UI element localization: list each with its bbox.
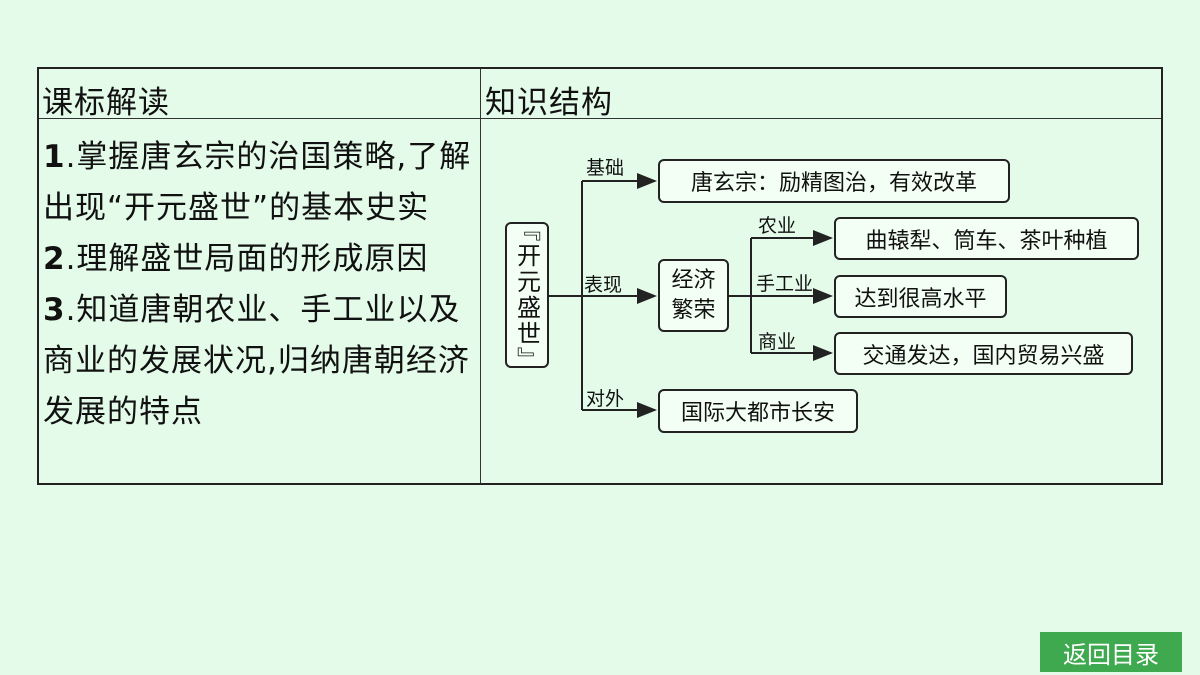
- requirement-item: 3.知道唐朝农业、手工业以及商业的发展状况,归纳唐朝经济发展的特点: [43, 285, 473, 438]
- requirement-number: 3: [43, 292, 66, 328]
- commerce-node: 交通发达，国内贸易兴盛: [834, 332, 1133, 375]
- requirement-text: .掌握唐玄宗的治国策略,了解出现“开元盛世”的基本史实: [43, 139, 472, 226]
- back-to-contents-button[interactable]: 返回目录: [1040, 632, 1182, 672]
- requirement-text: .知道唐朝农业、手工业以及商业的发展状况,归纳唐朝经济发展的特点: [43, 292, 470, 430]
- branch-label-performance: 表现: [584, 274, 623, 296]
- foreign-node: 国际大都市长安: [658, 389, 858, 433]
- branch-label-foreign: 对外: [586, 388, 625, 410]
- column-divider: [480, 69, 481, 483]
- left-header: 课标解读: [42, 85, 170, 121]
- sub-label-agriculture: 农业: [758, 215, 797, 237]
- sub-label-commerce: 商业: [758, 331, 797, 353]
- requirement-text: .理解盛世局面的形成原因: [65, 241, 429, 277]
- requirements-list: 1.掌握唐玄宗的治国策略,了解出现“开元盛世”的基本史实 2.理解盛世局面的形成…: [43, 132, 473, 438]
- requirement-number: 1: [43, 139, 66, 175]
- sub-label-handicraft: 手工业: [756, 273, 814, 295]
- header-divider: [39, 118, 1161, 119]
- requirement-item: 2.理解盛世局面的形成原因: [43, 234, 473, 285]
- branch-label-foundation: 基础: [586, 157, 625, 179]
- requirement-number: 2: [43, 241, 66, 277]
- right-header: 知识结构: [485, 85, 613, 121]
- foundation-node: 唐玄宗：励精图治，有效改革: [658, 159, 1010, 203]
- agriculture-node: 曲辕犁、筒车、茶叶种植: [834, 217, 1139, 260]
- economy-node: 经济繁荣: [658, 259, 729, 332]
- root-node-kaiyuan: 『开元盛世』: [505, 217, 549, 373]
- handicraft-node: 达到很高水平: [834, 275, 1007, 318]
- course-table: 课标解读 知识结构 1.掌握唐玄宗的治国策略,了解出现“开元盛世”的基本史实 2…: [37, 67, 1163, 485]
- requirement-item: 1.掌握唐玄宗的治国策略,了解出现“开元盛世”的基本史实: [43, 132, 473, 234]
